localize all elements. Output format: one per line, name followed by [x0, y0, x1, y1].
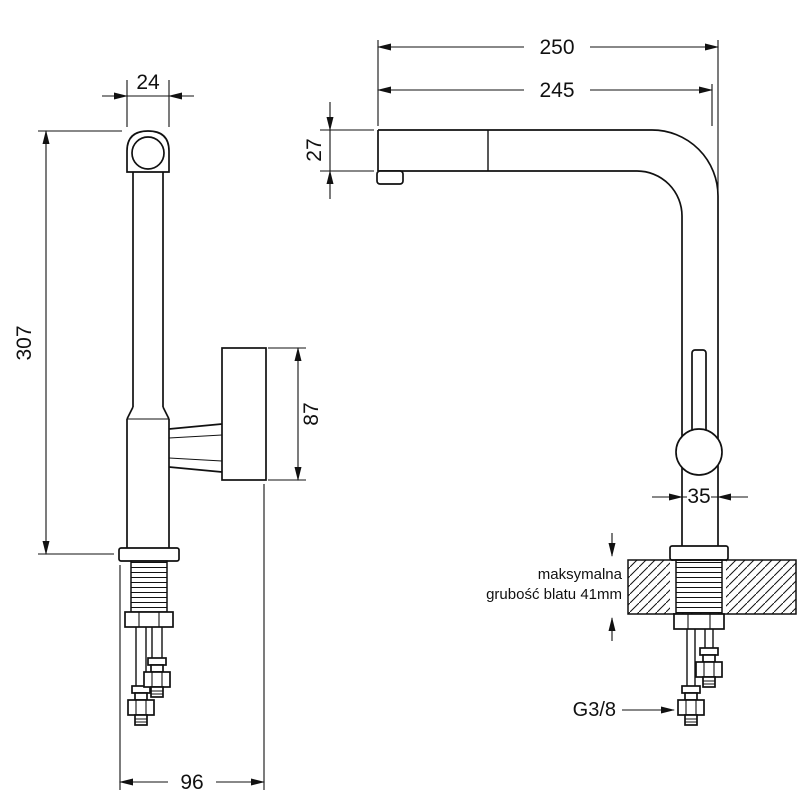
- threaded-shank-side: [675, 559, 723, 615]
- dimension-spout-thickness: 27: [303, 102, 374, 199]
- base-flange-side: [669, 545, 729, 561]
- dim-total-height-label: 307: [13, 325, 36, 360]
- dimension-total-height: 307: [13, 130, 122, 555]
- handle-ball-joint: [675, 428, 723, 476]
- hose-fitting: [143, 657, 171, 698]
- dim-top-width-label: 24: [136, 71, 160, 94]
- dimension-spout-reach: 245: [377, 79, 713, 126]
- mounting-nut-side: [673, 613, 725, 630]
- hose-fitting: [127, 685, 155, 726]
- faucet-side-outline: [376, 129, 797, 726]
- base-flange-front: [118, 547, 180, 562]
- thread-size-callout: G3/8: [573, 699, 675, 721]
- mounting-nut-front: [124, 611, 174, 628]
- front-view: 24 307 87 96: [13, 71, 323, 794]
- dimension-top-width: 24: [102, 71, 194, 127]
- supply-hoses-side: [686, 629, 714, 686]
- dim-body-width-label: 35: [687, 485, 710, 508]
- faucet-front-outline: [118, 130, 267, 726]
- countertop-thickness-note: maksymalna grubość blatu 41mm: [486, 533, 623, 641]
- hose-fitting: [677, 685, 705, 726]
- dimension-handle-height: 87: [268, 347, 323, 481]
- dimension-total-depth: 250: [377, 36, 719, 190]
- dimension-base-width: 96: [119, 484, 265, 794]
- side-view: 250 245 27 35 maksymalna: [303, 36, 797, 726]
- dimension-body-width: 35: [652, 485, 748, 508]
- dim-spout-reach-label: 245: [539, 79, 574, 102]
- supply-hoses-front: [135, 627, 163, 686]
- dim-spout-thickness-label: 27: [303, 138, 326, 161]
- thread-size-label: G3/8: [573, 699, 616, 721]
- counter-note-line1: maksymalna: [538, 566, 623, 583]
- dim-total-depth-label: 250: [539, 36, 574, 59]
- counter-note-line2: grubość blatu 41mm: [486, 586, 622, 603]
- dim-handle-height-label: 87: [300, 402, 323, 425]
- hose-fitting: [695, 647, 723, 688]
- dim-base-width-label: 96: [180, 771, 203, 794]
- aerator: [376, 170, 404, 185]
- threaded-shank-front: [130, 560, 168, 613]
- handle-front: [221, 347, 267, 481]
- cap-dome: [131, 136, 165, 170]
